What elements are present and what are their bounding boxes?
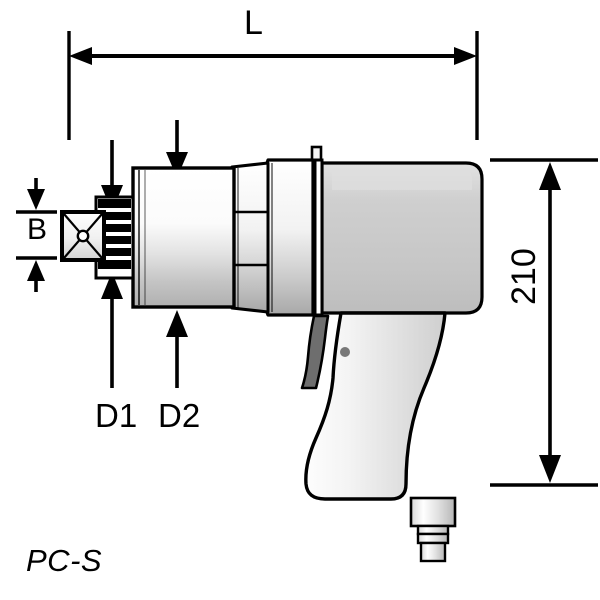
air-inlet-nipple	[419, 541, 447, 563]
ratchet-spline-6	[98, 260, 131, 269]
dimension-210	[490, 158, 598, 487]
tool-illustration	[60, 145, 484, 563]
ratchet-spline-3	[98, 224, 131, 232]
handle-screw-dot	[340, 347, 350, 357]
ratchet-spline-4	[98, 236, 131, 244]
dimension-210-arrowhead-top	[539, 162, 561, 190]
trigger	[300, 314, 330, 390]
dimension-210-arrowhead-bottom	[539, 455, 561, 483]
ratchet-spline-2	[98, 212, 131, 220]
dimension-label-d2: D2	[158, 397, 201, 434]
dimension-B-arrowhead-top	[27, 189, 45, 210]
handle-grip	[304, 311, 447, 501]
dimension-D2-arrowhead-top	[166, 152, 188, 178]
housing-seam	[313, 158, 324, 317]
dimension-label-height: 210	[505, 248, 543, 305]
mid-collar	[260, 158, 315, 317]
front-barrel	[131, 166, 236, 309]
dimension-D2	[166, 120, 188, 388]
square-drive-detent-ball	[76, 229, 90, 243]
air-inlet-collar-2	[416, 532, 450, 545]
air-inlet-collar-1	[416, 524, 450, 536]
dimension-label-d1: D1	[95, 397, 138, 434]
dimension-L-arrowhead-right	[454, 47, 477, 65]
model-designation-label: PC-S	[26, 543, 103, 578]
dimension-B-arrowhead-bottom	[27, 260, 45, 281]
dimension-L	[67, 31, 479, 140]
motor-housing	[320, 161, 484, 315]
dimension-D2-arrowhead-bottom	[166, 310, 188, 337]
dimension-label-B: B	[27, 213, 48, 246]
dimension-D1-arrowhead-bottom	[101, 272, 123, 299]
motor-housing-highlight	[332, 170, 472, 190]
square-drive	[60, 210, 106, 262]
air-inlet-fitting	[409, 496, 457, 563]
dimension-L-arrowhead-left	[69, 47, 92, 65]
dimension-B	[16, 178, 57, 292]
air-inlet-hex-nut	[409, 496, 457, 528]
ratchet-spline-5	[98, 248, 131, 256]
dimension-label-L: L	[244, 4, 263, 42]
ratchet-spline-1	[98, 199, 131, 208]
